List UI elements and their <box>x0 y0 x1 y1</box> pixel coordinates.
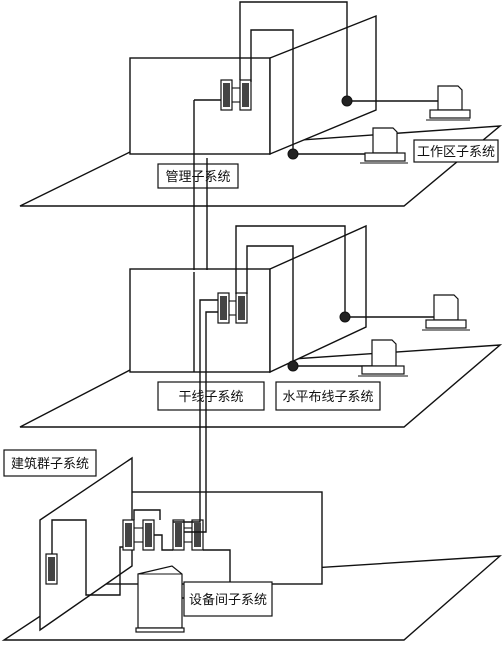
management-label: 管理子系统 <box>165 170 230 185</box>
floor-2-link-a <box>246 245 294 362</box>
floor-2-outlet-1 <box>339 311 351 323</box>
backbone-label-box: 干线子系统 <box>157 381 265 411</box>
floor-2-workstation-1 <box>422 294 470 331</box>
floor-1: 建筑群子系统 设备间子系统 <box>1 449 502 641</box>
floor-2-workstation-2 <box>358 339 408 377</box>
floor-2: 干线子系统 水平布线子系统 <box>19 224 502 428</box>
horizontal-label: 水平布线子系统 <box>282 390 373 405</box>
equipment-room-label: 设备间子系统 <box>189 592 267 608</box>
floor-3-workstation-2 <box>360 127 408 164</box>
floor-1-patch-panels-right <box>172 519 204 551</box>
campus-label-box: 建筑群子系统 <box>3 449 97 477</box>
campus-label: 建筑群子系统 <box>11 456 89 472</box>
equipment-cabinet <box>135 565 185 633</box>
equipment-room-label-box: 设备间子系统 <box>183 581 273 617</box>
backbone-label: 干线子系统 <box>178 390 243 405</box>
floor-2-link-b <box>235 225 346 312</box>
floor-2-side-wall <box>269 224 367 374</box>
floor-3-side-wall <box>269 14 377 156</box>
floor-2-outlet-2 <box>287 360 299 372</box>
floor-2-patch-panels <box>217 292 248 324</box>
floor-3-outlet-1 <box>341 95 353 107</box>
floor-3-link-a <box>250 29 294 150</box>
backbone-risers <box>173 99 221 533</box>
floor-1-uplink <box>133 509 161 520</box>
floor-3-outlet-2 <box>287 148 299 160</box>
floor-3: 管理子系统 工作区子系统 <box>19 1 502 207</box>
work-area-label: 工作区子系统 <box>417 145 495 160</box>
work-area-label-box: 工作区子系统 <box>413 139 499 163</box>
campus-cable <box>51 519 130 596</box>
horizontal-label-box: 水平布线子系统 <box>275 381 381 411</box>
floor-1-jumper <box>154 534 173 551</box>
management-label-box: 管理子系统 <box>157 163 239 189</box>
floor-3-riser <box>239 1 348 96</box>
floor-3-patch-panels <box>220 79 252 111</box>
floor-1-patch-panels-left <box>122 519 155 551</box>
floor-3-workstation-1 <box>426 85 471 121</box>
campus-panel <box>45 553 58 585</box>
